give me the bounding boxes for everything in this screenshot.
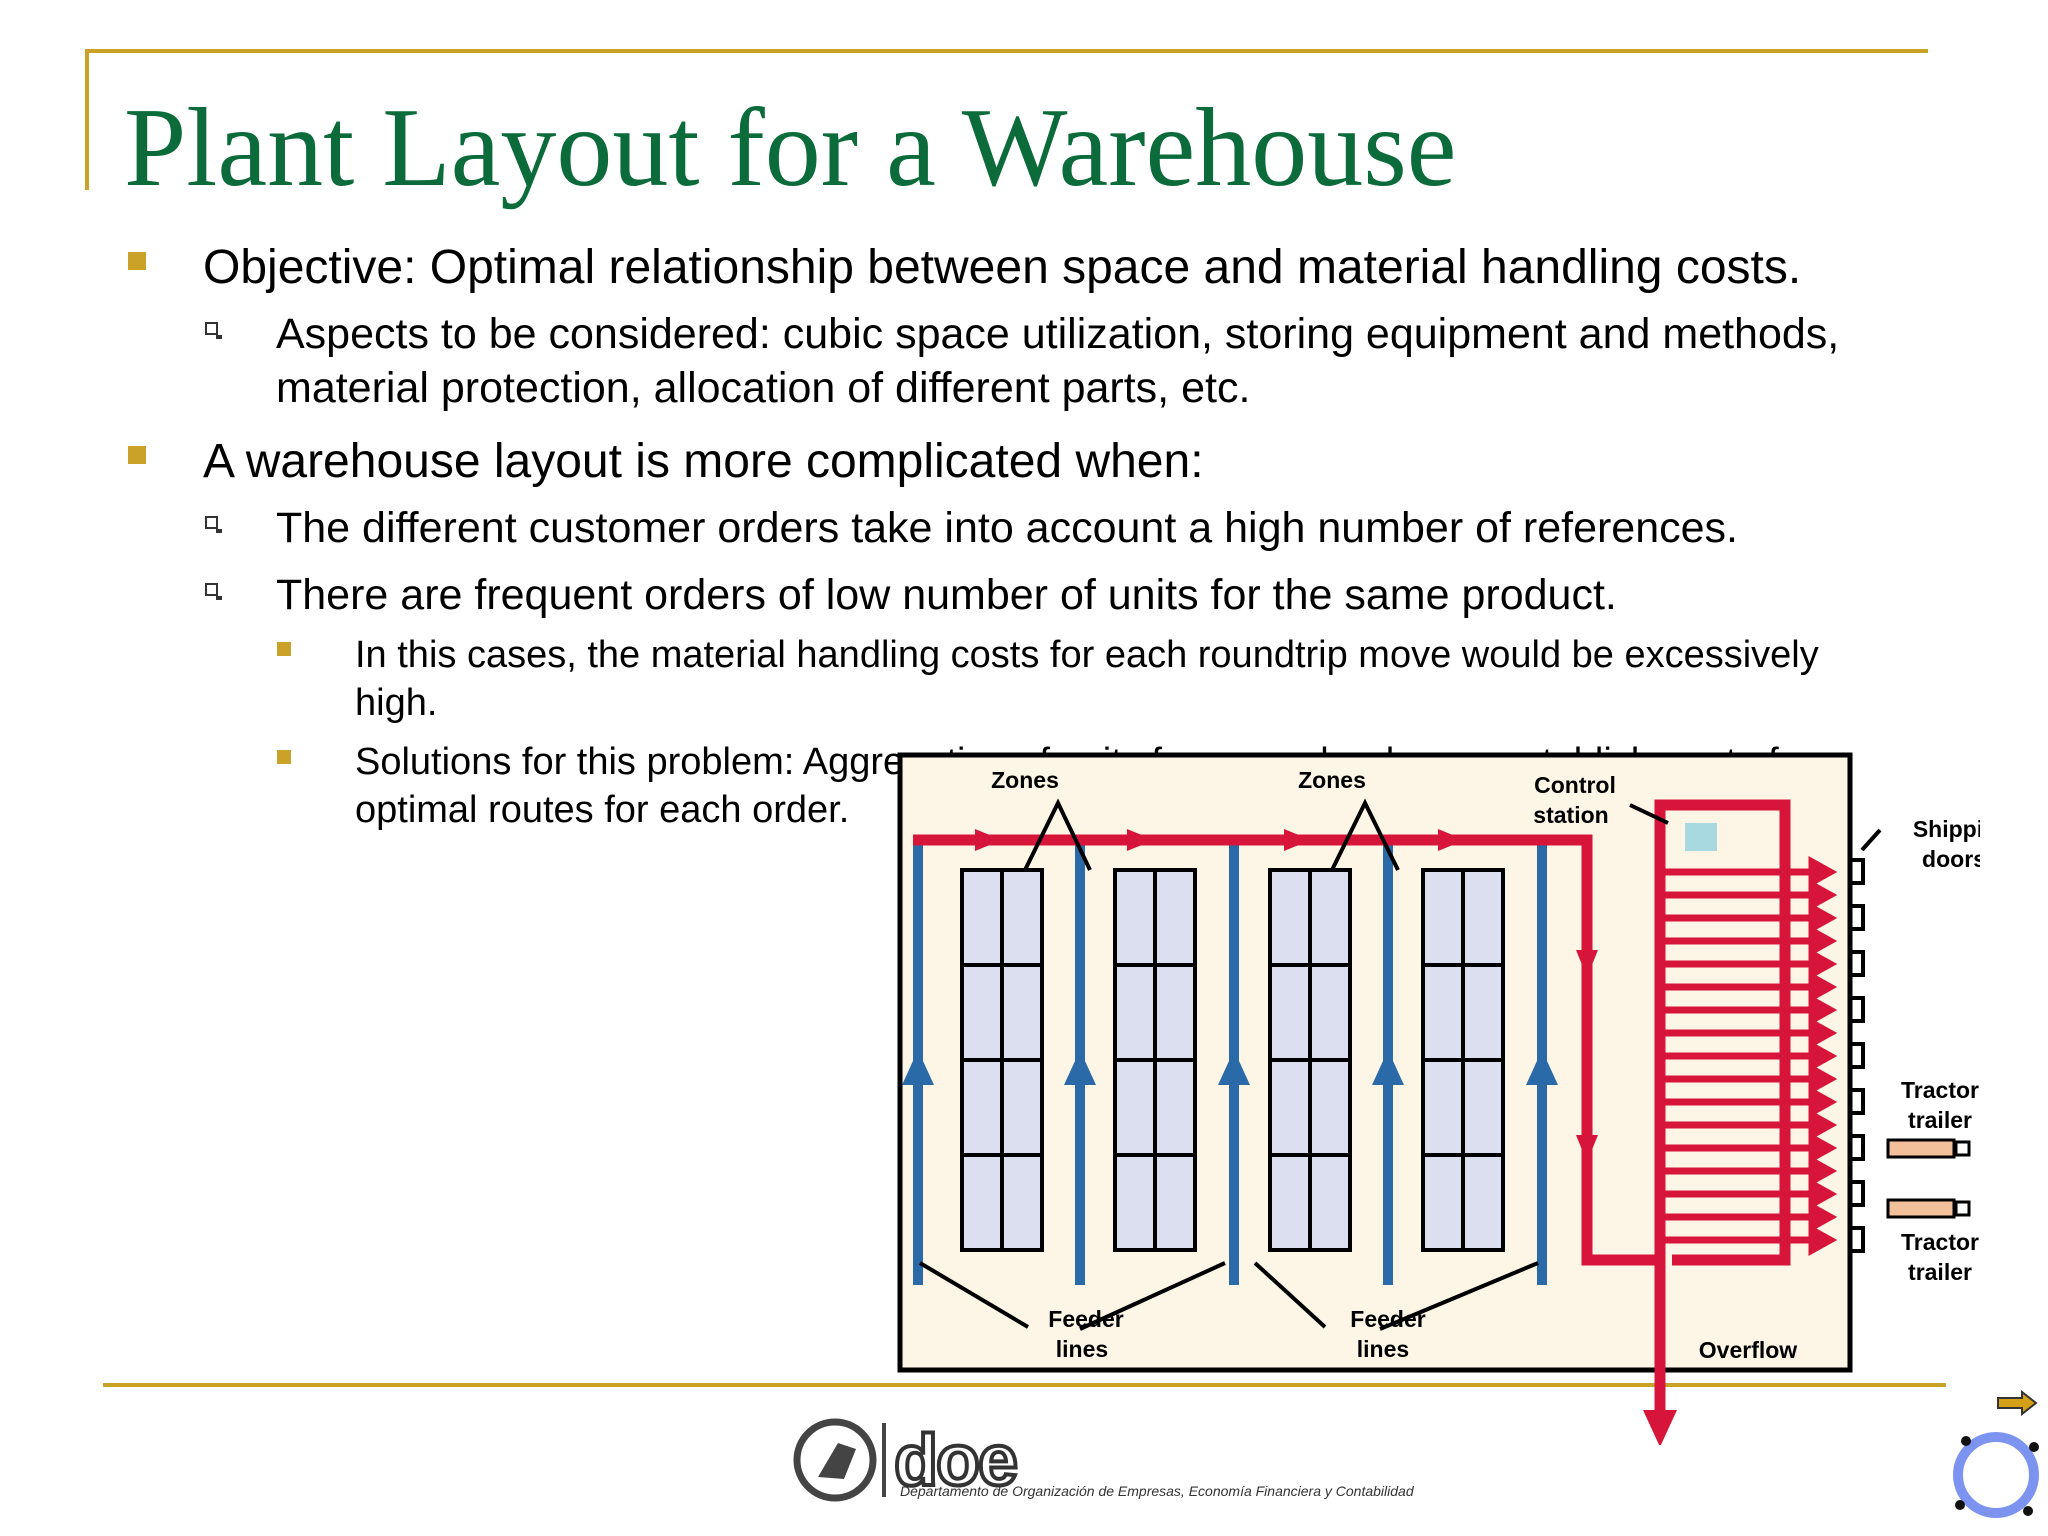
doe-logo: doe xyxy=(793,1418,1020,1503)
sub-bullet-references: The different customer orders take into … xyxy=(276,504,1738,552)
logo-wordmark: doe xyxy=(894,1421,1016,1501)
third-bullet-costs-line2: high. xyxy=(355,682,438,724)
sub-bullet-marker xyxy=(205,516,222,533)
bullet-marker xyxy=(128,446,146,464)
label-feeder-lines-right-1: Feeder xyxy=(1350,1306,1425,1332)
flow-arrowheads xyxy=(975,829,1677,1445)
label-feeder-lines-right-2: lines xyxy=(1357,1336,1409,1362)
main-flow xyxy=(913,799,1791,1435)
next-arrow-icon[interactable] xyxy=(1996,1390,2040,1416)
label-zones-left: Zones xyxy=(991,767,1059,793)
third-bullet-costs-line1: In this cases, the material handling cos… xyxy=(355,634,1819,676)
label-overflow: Overflow xyxy=(1699,1337,1798,1363)
leader-lines xyxy=(918,798,1882,1331)
sub-bullet-frequent-orders: There are frequent orders of low number … xyxy=(276,571,1617,619)
bullet-marker xyxy=(128,252,146,270)
racks xyxy=(960,868,1505,1252)
label-shipping-doors-1: Shipping xyxy=(1913,816,1980,842)
shipping-arrows xyxy=(1660,856,1838,1256)
rack-4 xyxy=(1421,868,1505,1252)
label-feeder-lines-left-2: lines xyxy=(1056,1336,1108,1362)
bullet-complicated: A warehouse layout is more complicated w… xyxy=(203,435,1204,488)
rack-1 xyxy=(960,868,1044,1252)
tractor-trailer-bottom xyxy=(1886,1198,1971,1219)
ring-icon xyxy=(1953,1432,2039,1518)
label-feeder-lines-left-1: Feeder xyxy=(1048,1306,1123,1332)
sub-bullet-aspects-line2: material protection, allocation of diffe… xyxy=(276,364,1251,412)
label-tractor-trailer-top-1: Tractor xyxy=(1901,1077,1979,1103)
control-station xyxy=(1685,823,1717,851)
rack-2 xyxy=(1113,868,1197,1252)
shipping-doors xyxy=(1848,858,1865,1253)
bullet-objective: Objective: Optimal relationship between … xyxy=(203,241,1802,294)
third-bullet-solutions-line2: optimal routes for each order. xyxy=(355,789,850,831)
third-level-marker xyxy=(277,750,291,764)
feeder-lines xyxy=(902,840,1558,1285)
label-tractor-trailer-bottom-1: Tractor xyxy=(1901,1229,1979,1255)
warehouse-layout-diagram: Zones Zones Control station Shipping doo… xyxy=(897,752,1980,1445)
sub-bullet-aspects-line1: Aspects to be considered: cubic space ut… xyxy=(276,310,1840,358)
control-station-pointer xyxy=(1629,803,1669,825)
label-control-station-1: Control xyxy=(1534,772,1616,798)
sub-bullet-marker xyxy=(205,322,222,339)
top-rule xyxy=(85,49,1928,53)
rack-3 xyxy=(1268,868,1352,1252)
department-name: Departamento de Organización de Empresas… xyxy=(900,1483,1414,1499)
label-zones-right: Zones xyxy=(1298,767,1366,793)
label-tractor-trailer-top-2: trailer xyxy=(1908,1107,1972,1133)
sub-bullet-marker xyxy=(205,583,222,600)
label-shipping-doors-2: doors xyxy=(1922,846,1980,872)
slide-title: Plant Layout for a Warehouse xyxy=(124,86,1457,210)
warehouse-floor xyxy=(897,752,1853,1373)
label-tractor-trailer-bottom-2: trailer xyxy=(1908,1259,1972,1285)
bottom-rule xyxy=(103,1383,1946,1387)
third-level-marker xyxy=(277,642,291,656)
tractor-trailer-top xyxy=(1886,1138,1971,1159)
left-rule xyxy=(85,49,89,190)
label-control-station-2: station xyxy=(1533,802,1608,828)
